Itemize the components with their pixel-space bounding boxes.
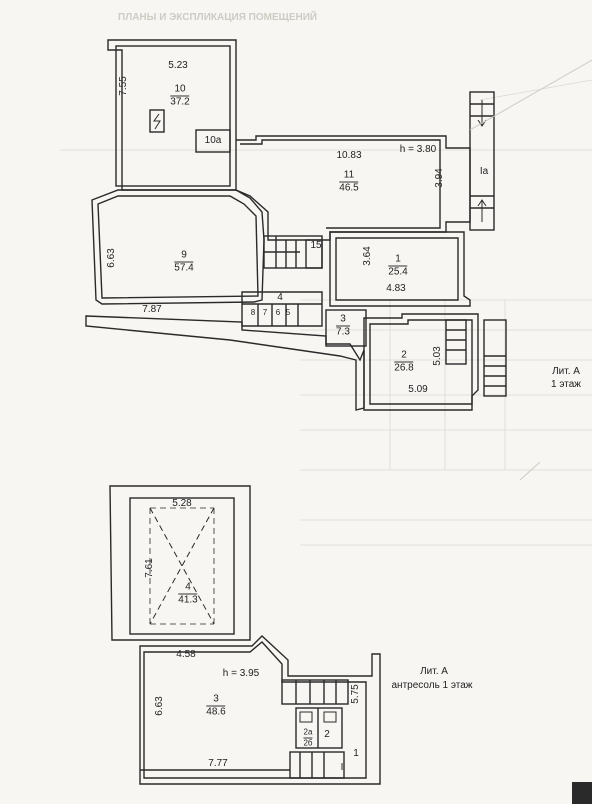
room-6-label: 6 — [275, 308, 281, 317]
room-7-label: 7 — [262, 308, 268, 317]
mezz-subcaption: антресоль 1 этаж — [391, 680, 473, 691]
dim-5-03: 5.03 — [432, 346, 443, 366]
dim-3-94: 3.94 — [434, 168, 445, 188]
mezz-dim-6-63: 6.63 — [154, 696, 165, 716]
height-mark-mezz: h = 3.95 — [222, 668, 260, 679]
room-10a-box — [195, 129, 231, 153]
dim-3-64: 3.64 — [362, 246, 373, 266]
room-8-label: 8 — [250, 308, 256, 317]
stairs-outside — [483, 319, 507, 397]
mezz-room-1-label: 1 — [353, 748, 359, 759]
ground-floor-plan — [85, 39, 507, 411]
room-3-box — [325, 309, 367, 347]
mezz-stairs-lower — [289, 751, 345, 779]
mezz-room-i-label: I — [340, 762, 344, 773]
dim-7-55: 7.55 — [118, 76, 129, 96]
mezz-room-3-walls — [139, 635, 381, 785]
dim-6-63-ground: 6.63 — [106, 248, 117, 268]
dim-10-83: 10.83 — [336, 150, 362, 161]
ground-floor-caption: Лит. А — [552, 366, 580, 377]
dim-4-83: 4.83 — [386, 283, 406, 294]
corner-mark — [572, 782, 592, 804]
mezz-dim-4-58: 4.58 — [176, 649, 196, 660]
room-9-walls — [91, 189, 265, 305]
mezzanine-plan — [109, 485, 381, 785]
mezz-stairs — [281, 679, 349, 705]
room-4-label: 4 — [277, 292, 283, 303]
mezz-room-4-walls — [109, 485, 251, 641]
dim-5-23: 5.23 — [168, 60, 188, 71]
mezz-caption: Лит. А — [420, 666, 448, 677]
mezz-dim-7-77: 7.77 — [208, 758, 228, 769]
stairs-ia — [469, 91, 495, 231]
mezz-room-2-label: 2 — [324, 729, 330, 740]
ground-floor-subcaption: 1 этаж — [551, 379, 581, 390]
room-2-walls — [363, 313, 479, 411]
mezz-dim-5-75: 5.75 — [350, 684, 361, 704]
room-1-walls — [329, 231, 471, 307]
mezz-dim-7-61: 7.61 — [144, 558, 155, 578]
toilets-block — [241, 291, 323, 327]
room-ia-label: Ia — [479, 166, 489, 177]
panel-icon — [149, 109, 165, 133]
bleed-through-table — [60, 79, 592, 546]
height-mark-ground: h = 3.80 — [399, 144, 437, 155]
room-10a-label: 10a — [204, 135, 222, 146]
mezz-wc — [295, 707, 343, 749]
stairs-room2 — [445, 319, 467, 365]
dim-7-87: 7.87 — [142, 304, 162, 315]
room-5-label: 5 — [285, 308, 291, 317]
dim-5-09: 5.09 — [408, 384, 428, 395]
room-11-walls — [235, 135, 471, 241]
room-15-label: 15 — [310, 240, 322, 251]
sheet-title-ghost: ПЛАНЫ И ЭКСПЛИКАЦИЯ ПОМЕЩЕНИЙ — [118, 12, 318, 23]
mezz-dim-5-28: 5.28 — [172, 498, 192, 509]
